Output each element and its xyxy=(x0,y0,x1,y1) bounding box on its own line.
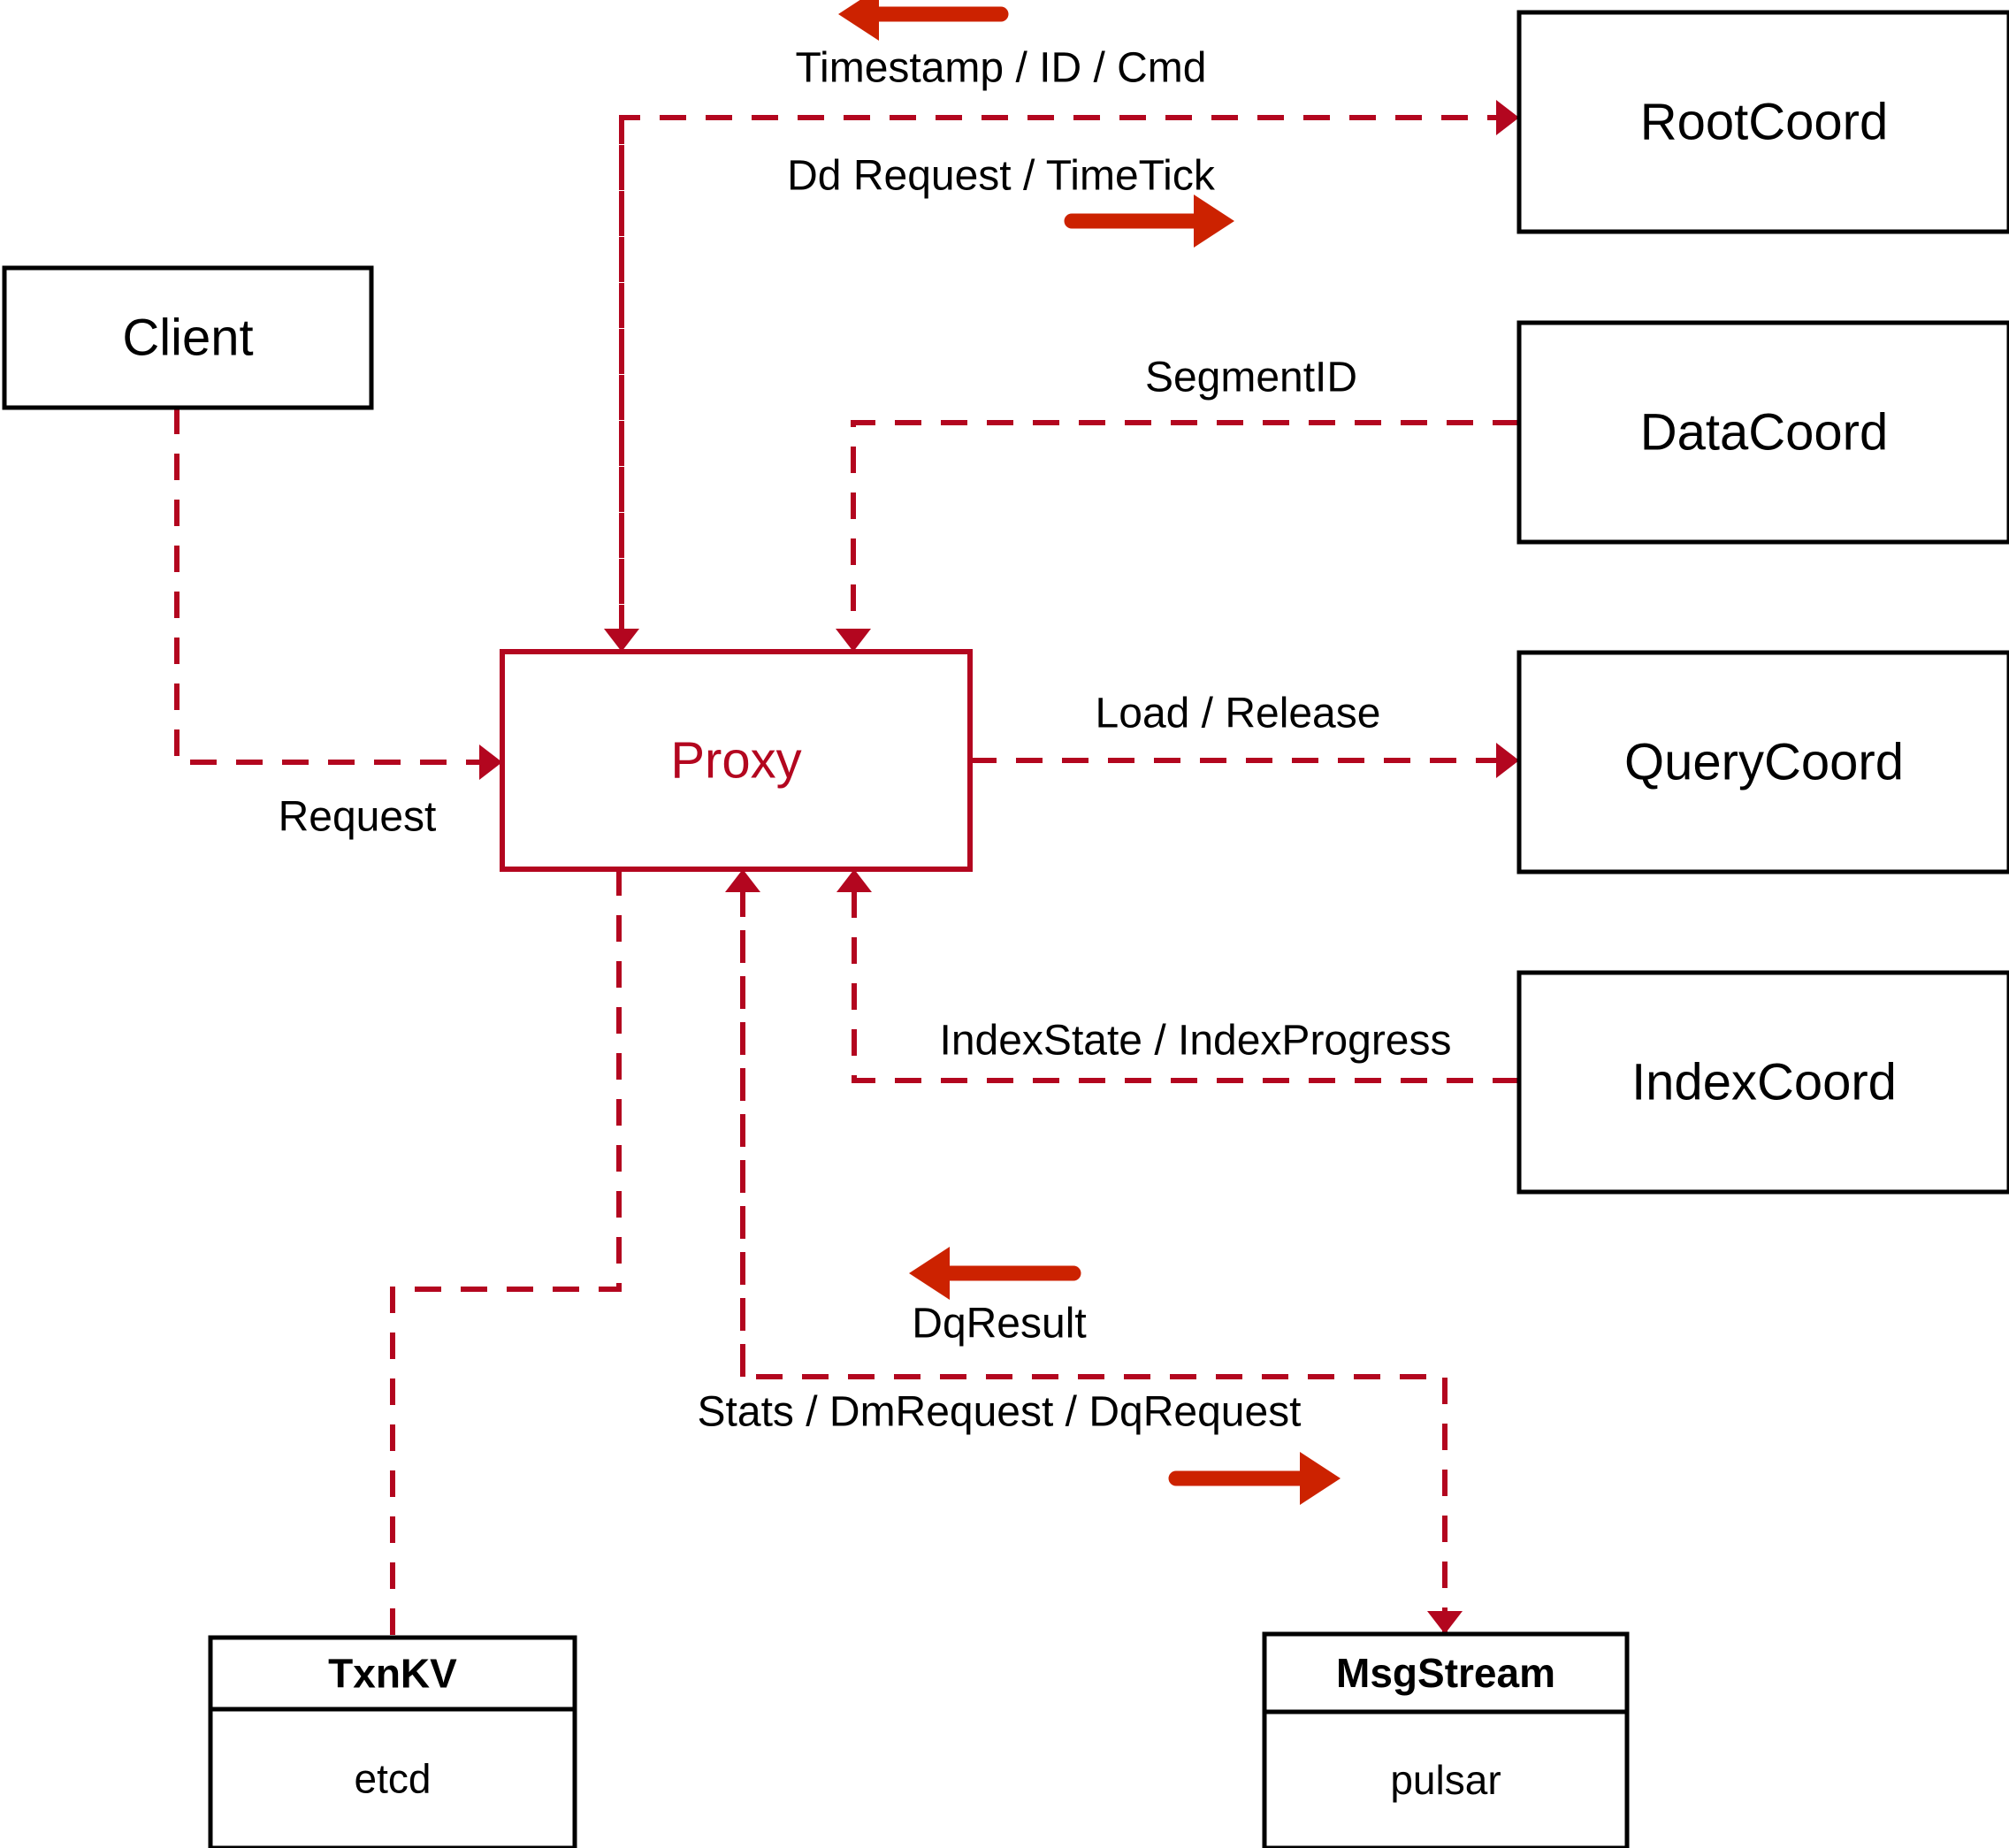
arrowhead-indexcoord-to-proxy xyxy=(836,869,872,892)
node-indexcoord[interactable] xyxy=(1516,970,2009,1195)
arrowhead-datacoord-to-proxy xyxy=(836,629,871,652)
arrowhead-msgstream-to-proxy xyxy=(725,869,760,892)
node-header-msgstream: MsgStream xyxy=(1336,1650,1555,1696)
node-querycoord[interactable] xyxy=(1516,650,2009,874)
ddrequest-flow-arrow xyxy=(1194,195,1234,248)
edge-proxy-to-msgstream xyxy=(740,890,1448,1634)
edge-label-datacoord-to-proxy: SegmentID xyxy=(1145,355,1357,401)
edge-label-client-to-proxy: Request xyxy=(279,794,437,841)
arrowhead-client-to-proxy xyxy=(479,745,502,780)
node-datacoord[interactable] xyxy=(1516,320,2009,545)
edge-label-proxy-to-querycoord: Load / Release xyxy=(1096,691,1381,737)
arrowhead-proxy-to-querycoord xyxy=(1496,743,1519,778)
flow-arrow-layer xyxy=(838,0,1341,1505)
edge-label-indexcoord-to-proxy: IndexState / IndexProgress xyxy=(940,1018,1452,1065)
edge-datacoord-to-proxy xyxy=(851,420,1519,631)
dqresult-flow-arrow xyxy=(909,1247,950,1300)
arrowhead-proxy-to-msgstream xyxy=(1427,1611,1463,1634)
node-label-querycoord: QueryCoord xyxy=(1624,733,1904,790)
edge-client-to-proxy xyxy=(174,408,482,765)
node-label-rootcoord: RootCoord xyxy=(1640,93,1888,150)
node-msgstream[interactable] xyxy=(1262,1631,1630,1848)
edge-label-proxy-to-msgstream: Stats / DmRequest / DqRequest xyxy=(698,1389,1302,1436)
node-label-indexcoord: IndexCoord xyxy=(1631,1053,1897,1111)
node-proxy[interactable] xyxy=(500,649,973,872)
arrowhead-proxy-to-rootcoord xyxy=(1496,100,1519,135)
edge-layer xyxy=(174,100,1519,1638)
edge-label-msgstream-to-proxy: DqResult xyxy=(912,1301,1086,1348)
arrowhead-rootcoord-to-proxy xyxy=(604,629,639,652)
edge-proxy-to-txnkv xyxy=(390,869,622,1638)
edge-label-layer: Request Dd Request / TimeTick Timestamp / … xyxy=(279,45,1452,1436)
edge-label-proxy-to-rootcoord: Dd Request / TimeTick xyxy=(787,153,1216,200)
edge-label-rootcoord-to-proxy: Timestamp / ID / Cmd xyxy=(796,45,1207,92)
node-body-msgstream: pulsar xyxy=(1390,1757,1501,1803)
node-body-txnkv: etcd xyxy=(355,1756,432,1802)
node-rootcoord[interactable] xyxy=(1516,10,2009,234)
node-client[interactable] xyxy=(2,265,374,410)
node-header-txnkv: TxnKV xyxy=(328,1651,457,1697)
node-label-datacoord: DataCoord xyxy=(1640,403,1888,461)
edge-indexcoord-to-proxy xyxy=(852,890,1519,1083)
dqrequest-flow-arrow xyxy=(1300,1452,1341,1505)
node-txnkv[interactable] xyxy=(208,1635,577,1848)
timestamp-flow-arrow xyxy=(838,0,879,41)
node-label-client: Client xyxy=(122,309,253,366)
node-label-proxy: Proxy xyxy=(670,731,801,789)
